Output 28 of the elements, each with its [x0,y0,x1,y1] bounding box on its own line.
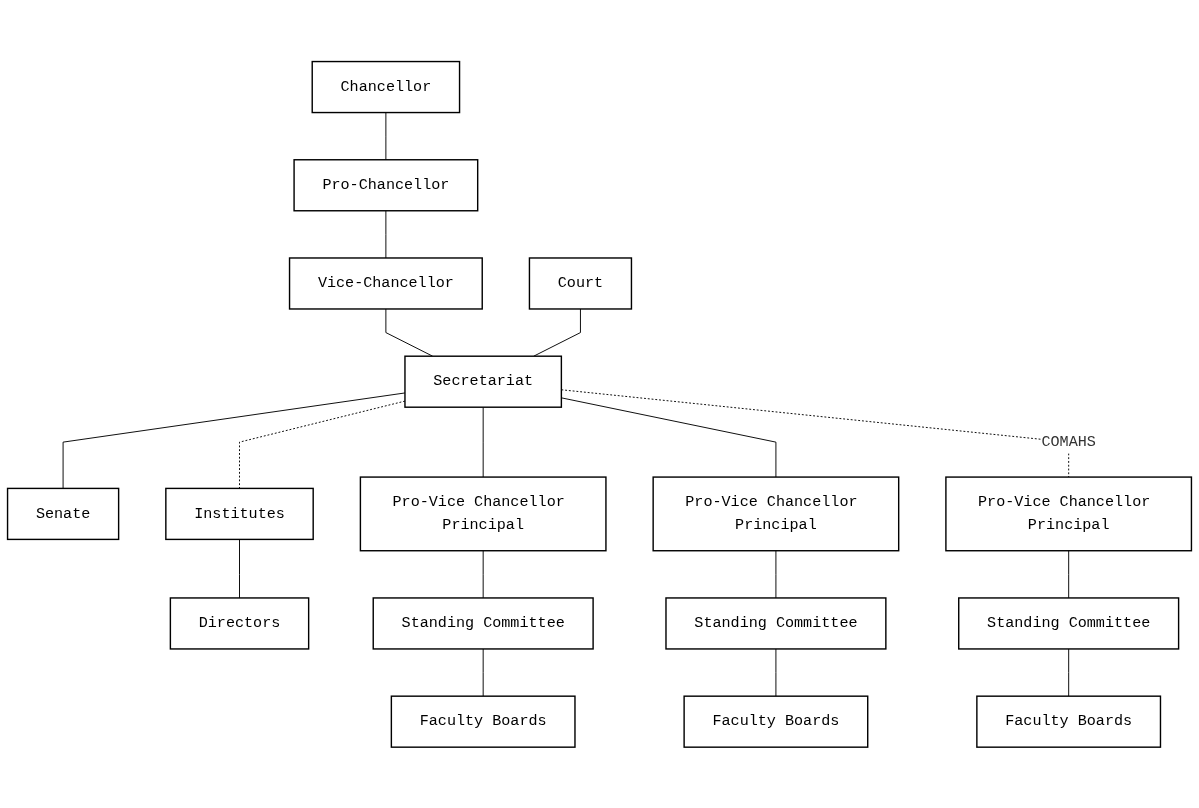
node-box: Pro-Vice Chancellor Principal [652,476,900,552]
connector [1068,549,1070,599]
node-box: Pro-Vice Chancellor Principal [359,476,607,552]
connector [775,648,777,697]
node-box: Chancellor [311,60,461,113]
node-box: Court [528,256,633,310]
node-box: Pro-Vice Chancellor Principal [945,476,1193,552]
connector [385,209,387,259]
node-box: Pro-Chancellor [293,158,479,212]
connector [482,648,484,697]
node-box: Vice-Chancellor [288,256,483,310]
node-box: Faculty Boards [976,695,1162,748]
node-box: Senate [6,487,120,540]
connector [239,538,240,599]
node-box: Faculty Boards [390,695,576,748]
connector [775,549,777,599]
node-box: Standing Committee [958,596,1180,650]
connector [1068,648,1070,697]
node-box: Institutes [165,487,314,540]
connector [482,549,484,599]
connector [482,406,484,478]
node-box: Directors [169,596,310,650]
edge-label: COMAHS [1041,433,1096,451]
connector [385,111,387,160]
node-box: Standing Committee [665,596,887,650]
node-box: Secretariat [404,355,563,408]
node-box: Faculty Boards [683,695,869,748]
node-box: Standing Committee [372,596,594,650]
